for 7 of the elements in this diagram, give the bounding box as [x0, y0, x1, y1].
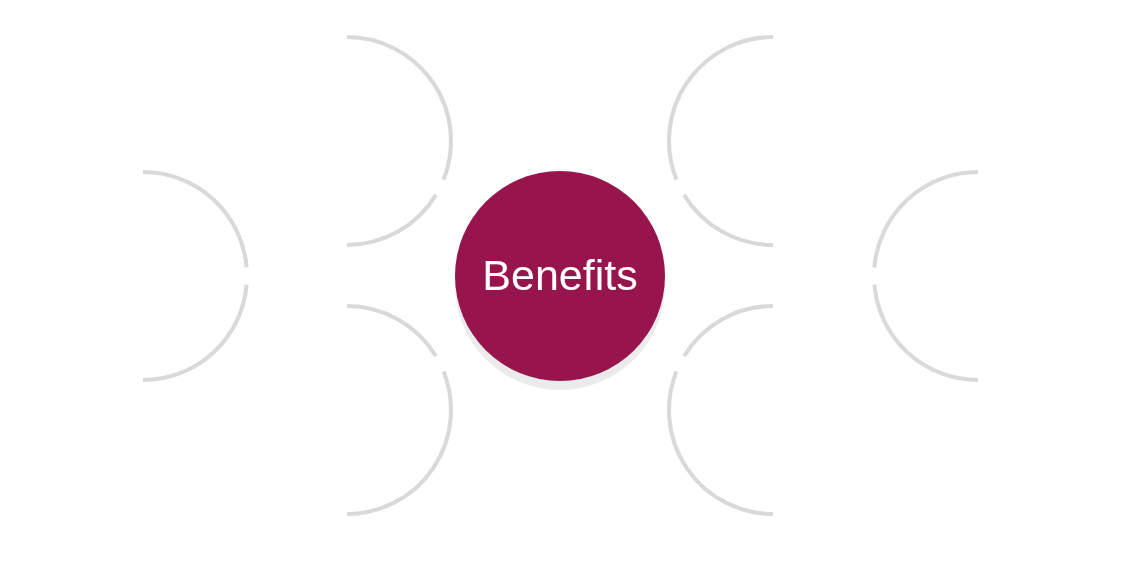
half-circle-outline [667, 35, 773, 247]
half-circle-outline [347, 304, 453, 516]
half-circle-outline [872, 170, 978, 382]
half-circle-outline [143, 170, 249, 382]
half-circle-outline [667, 304, 773, 516]
node-title: Benefits [482, 252, 638, 300]
half-circle-outline [347, 35, 453, 247]
